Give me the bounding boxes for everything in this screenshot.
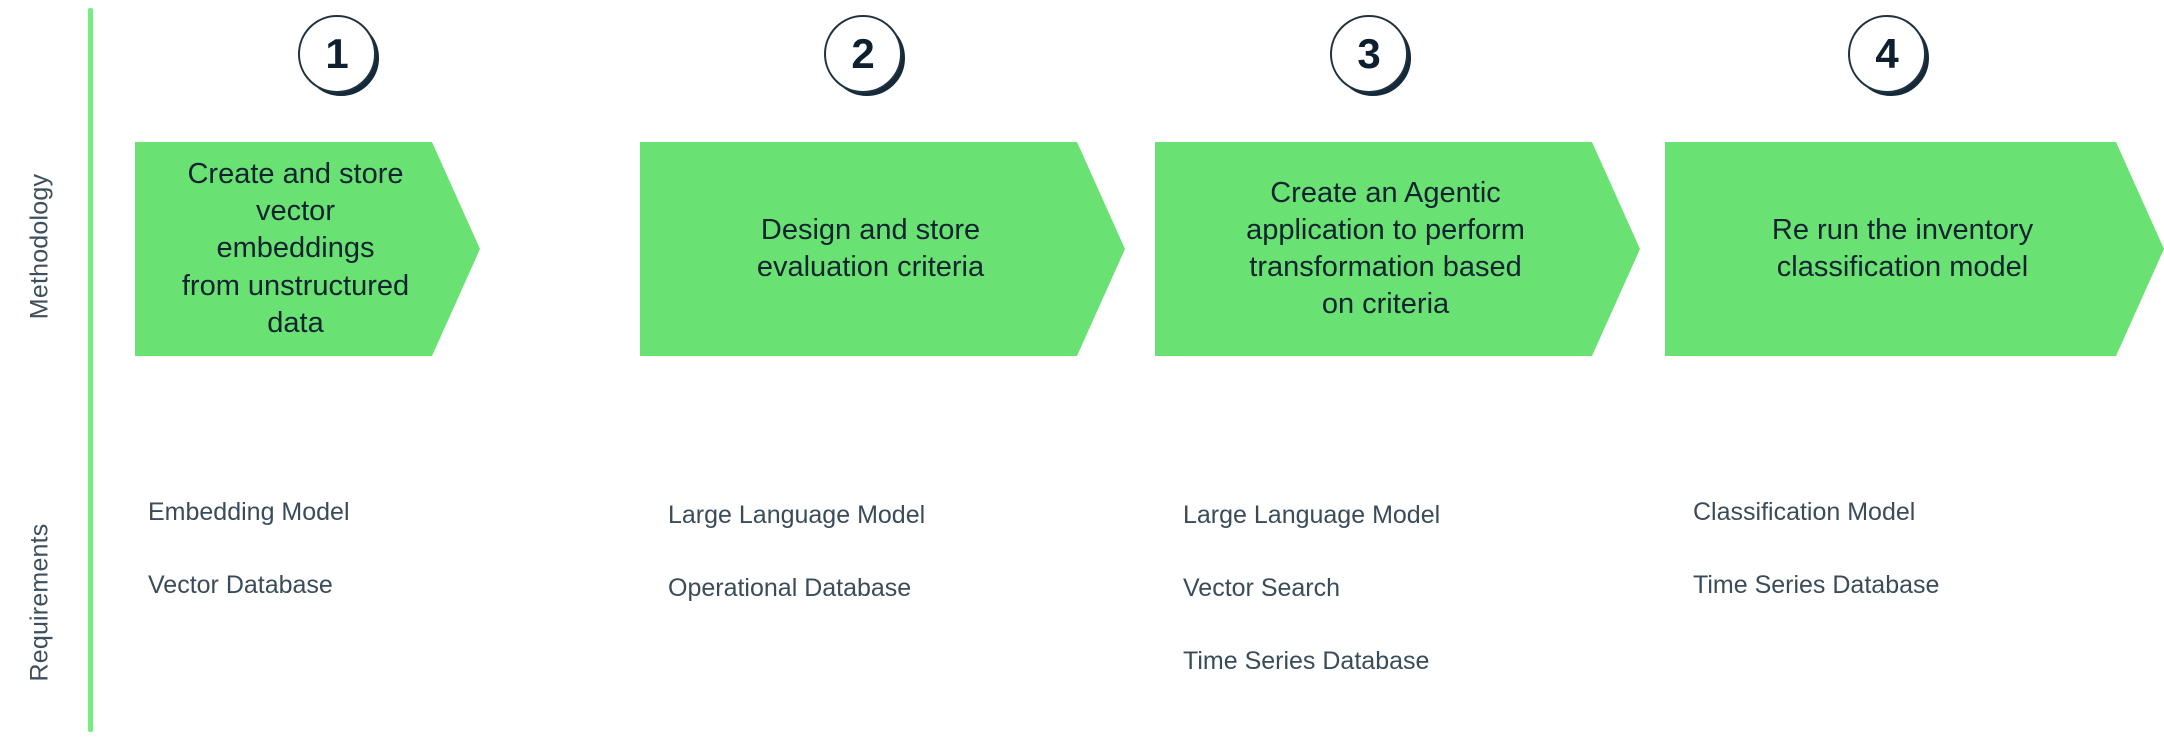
- badge-number-1: 1: [325, 30, 349, 77]
- step-badge-3: 3: [1330, 15, 1414, 99]
- methodology-step-2[interactable]: Design and store evaluation criteria: [640, 142, 1125, 356]
- methodology-step-3-text: Create an Agentic application to perform…: [1246, 176, 1525, 321]
- step-badge-4: 4: [1848, 15, 1932, 99]
- requirement-item: Time Series Database: [1183, 647, 1430, 675]
- row-label-methodology: Methodology: [25, 173, 54, 320]
- methodology-step-1-text: Create and store vector embeddings from …: [181, 158, 410, 339]
- requirement-item: Large Language Model: [668, 501, 926, 529]
- requirements-list-1: Embedding Model Vector Database: [148, 500, 350, 646]
- methodology-step-4-text: Re run the inventory classification mode…: [1771, 213, 2034, 283]
- methodology-step-1[interactable]: Create and store vector embeddings from …: [135, 142, 480, 356]
- methodology-step-2-text: Design and store evaluation criteria: [756, 213, 985, 283]
- badge-ring-icon: [298, 15, 376, 93]
- requirement-item: Operational Database: [668, 574, 912, 602]
- requirements-list-4: Classification Model Time Series Databas…: [1693, 500, 1939, 646]
- requirement-item: Vector Search: [1183, 574, 1341, 602]
- badge-ring-icon: [1848, 15, 1926, 93]
- axis-vertical-line: [88, 8, 93, 732]
- requirement-item: Vector Database: [148, 571, 333, 599]
- row-label-requirements: Requirements: [25, 523, 54, 682]
- badge-number-3: 3: [1357, 30, 1381, 77]
- requirement-item: Classification Model: [1693, 498, 1916, 526]
- step-badge-2: 2: [824, 15, 908, 99]
- step-badge-1: 1: [298, 15, 382, 99]
- requirement-item: Time Series Database: [1693, 571, 1940, 599]
- methodology-step-3[interactable]: Create an Agentic application to perform…: [1155, 142, 1640, 356]
- requirement-item: Large Language Model: [1183, 501, 1441, 529]
- badge-ring-icon: [1330, 15, 1408, 93]
- badge-number-2: 2: [851, 30, 875, 77]
- methodology-step-4[interactable]: Re run the inventory classification mode…: [1665, 142, 2164, 356]
- requirements-list-2: Large Language Model Operational Databas…: [668, 503, 925, 649]
- requirement-item: Embedding Model: [148, 498, 350, 526]
- badge-number-4: 4: [1875, 30, 1899, 77]
- badge-ring-icon: [824, 15, 902, 93]
- requirements-list-3: Large Language Model Vector Search Time …: [1183, 503, 1440, 722]
